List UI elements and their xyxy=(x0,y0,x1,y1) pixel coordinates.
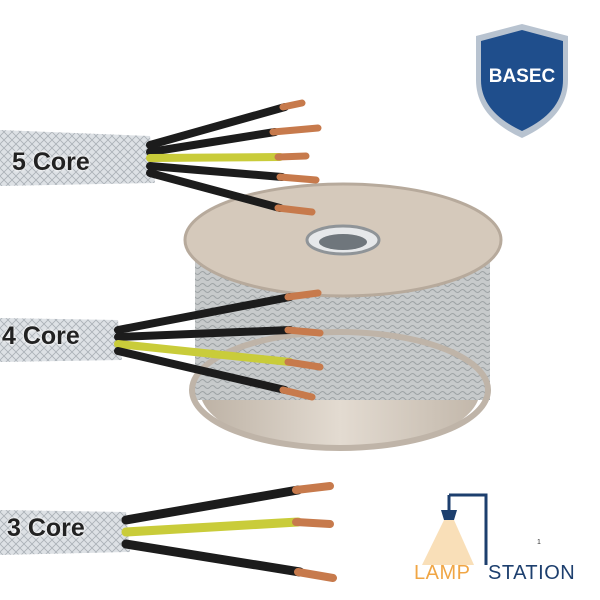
cable-4-core xyxy=(0,289,324,401)
footnote-marker: 1 xyxy=(537,539,541,546)
logo-text-lamp: LAMP xyxy=(414,562,471,584)
cable-3-core xyxy=(0,482,337,582)
basec-badge: BASEC xyxy=(470,22,574,140)
basec-text: BASEC xyxy=(488,66,556,87)
label-4-core: 4 Core xyxy=(2,322,80,350)
lamp-station-lamp-icon xyxy=(422,493,488,565)
cable-reel xyxy=(183,182,503,451)
logo-text-station: STATION xyxy=(488,562,576,584)
label-3-core: 3 Core xyxy=(7,514,85,542)
lamp-station-logo: LAMP STATION xyxy=(414,490,594,590)
label-5-core: 5 Core xyxy=(12,148,90,176)
cable-5-core xyxy=(0,99,322,216)
basec-shield-icon xyxy=(476,24,568,138)
